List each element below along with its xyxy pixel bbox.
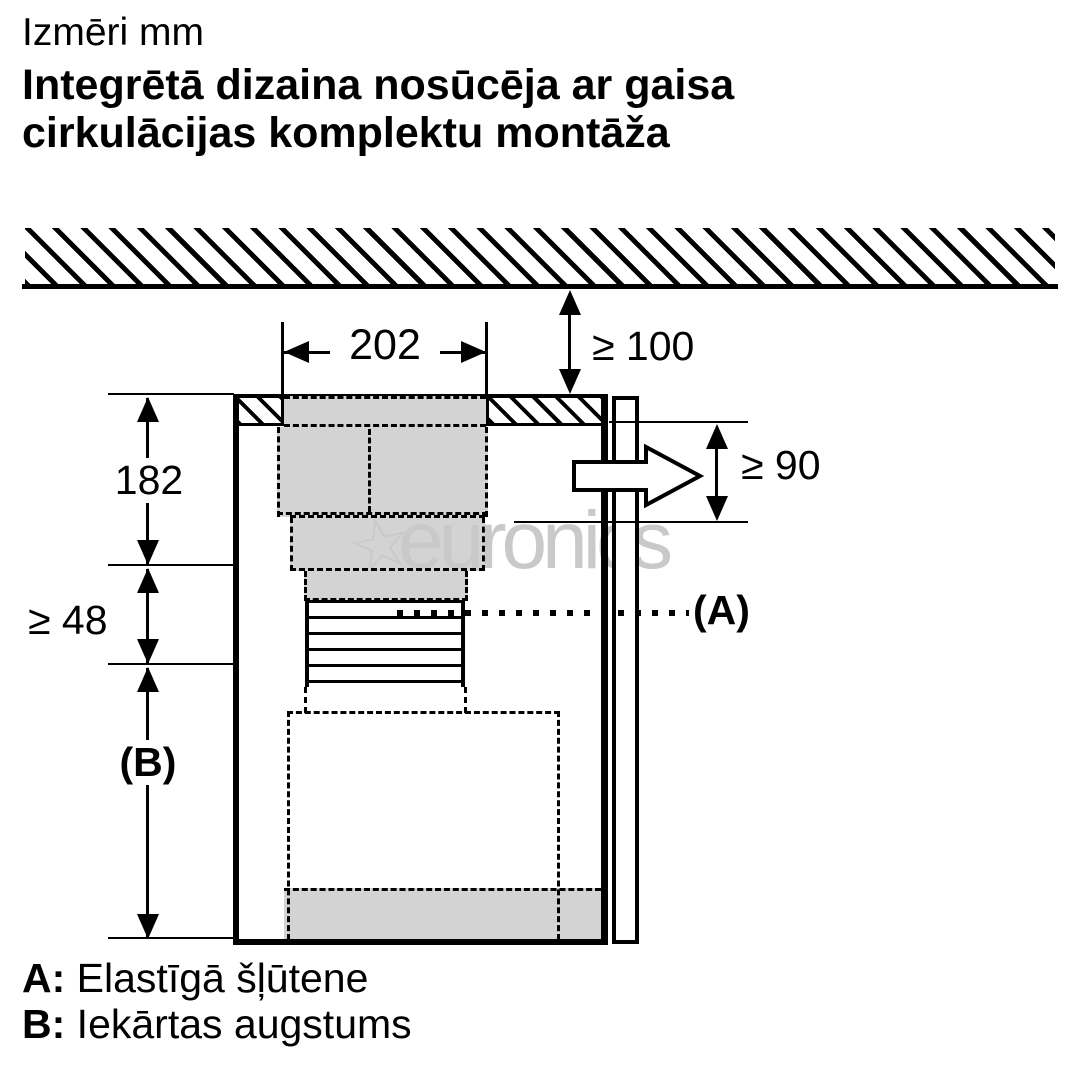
dim-202-arrow-left-icon — [284, 341, 309, 363]
appliance-box-right — [557, 711, 560, 940]
hood-body — [277, 427, 488, 517]
cabinet-right-wall — [601, 394, 608, 945]
hood-mid-top-edge — [290, 515, 485, 518]
plinth-bar — [284, 888, 601, 939]
hood-mid-section — [290, 517, 485, 571]
ceiling-hatch — [25, 228, 1055, 286]
dim-202-label: 202 — [330, 321, 440, 370]
cabinet-left-wall — [233, 394, 239, 945]
hood-lower-section — [304, 571, 468, 601]
dim-b-arrow-up-icon — [137, 667, 159, 692]
dim-100-arrow-down-icon — [559, 369, 581, 394]
appliance-stub-left — [304, 687, 307, 713]
ceiling-line — [22, 284, 1058, 289]
hose-ref-label: (A) — [693, 587, 750, 633]
dim-100-label: ≥ 100 — [592, 323, 695, 369]
dim-48-ref-bottom — [108, 663, 238, 665]
legend-b-text: Iekārtas augstums — [76, 1001, 412, 1047]
dim-90-bottom-line — [514, 521, 748, 523]
cabinet-board-right — [486, 394, 605, 426]
dim-100-line — [568, 300, 571, 378]
dim-48-line — [146, 569, 149, 663]
hood-mid-bottom-edge — [290, 568, 485, 571]
dim-182-arrow-up-icon — [137, 397, 159, 422]
hood-body-divider — [368, 429, 371, 512]
appliance-box-left — [287, 711, 290, 940]
dim-90-arrow-up-icon — [706, 424, 728, 449]
legend-row-b: B: Iekārtas augstums — [22, 1001, 412, 1047]
cabinet-board-left — [233, 394, 284, 426]
legend-a-key: A: — [22, 955, 66, 1001]
dim-182-ref-top — [108, 393, 234, 395]
dim-90-arrow-down-icon — [706, 496, 728, 521]
dim-100-arrow-up-icon — [559, 290, 581, 315]
dim-202-arrow-right-icon — [461, 341, 486, 363]
dim-b-line — [146, 668, 149, 938]
appliance-stub-right — [464, 687, 467, 713]
dim-202-ext-right — [485, 322, 488, 397]
dim-182-label: 182 — [103, 457, 195, 504]
cabinet-bottom — [233, 939, 608, 945]
hood-body-bottom-edge — [277, 512, 488, 515]
dim-182-arrow-down-icon — [137, 540, 159, 565]
dim-90-top-line — [609, 421, 748, 423]
dim-90-label: ≥ 90 — [741, 442, 821, 488]
dim-48-arrow-down-icon — [137, 639, 159, 664]
legend-b-key: B: — [22, 1001, 66, 1047]
legend-a-text: Elastīgā šļūtene — [76, 955, 369, 1001]
hose-ref-dotted-line — [397, 610, 689, 616]
dim-48-label: ≥ 48 — [28, 597, 108, 643]
legend-row-a: A: Elastīgā šļūtene — [22, 955, 369, 1001]
page-title-line2: cirkulācijas komplektu montāža — [22, 109, 670, 157]
page-subtitle: Izmēri mm — [22, 11, 204, 54]
dim-90-line — [715, 430, 718, 514]
dim-182-ref-bottom — [108, 564, 238, 566]
hood-top-duct — [284, 396, 486, 427]
appliance-box-top — [287, 711, 560, 714]
dim-b-arrow-down-icon — [137, 914, 159, 939]
page-title-line1: Integrētā dizaina nosūcēja ar gaisa — [22, 61, 735, 109]
airflow-arrow-icon — [572, 443, 704, 509]
dim-b-label: (B) — [100, 739, 196, 786]
dim-b-ref-bottom — [108, 937, 238, 939]
dim-48-arrow-up-icon — [137, 568, 159, 593]
dim-202-ext-left — [281, 322, 284, 397]
